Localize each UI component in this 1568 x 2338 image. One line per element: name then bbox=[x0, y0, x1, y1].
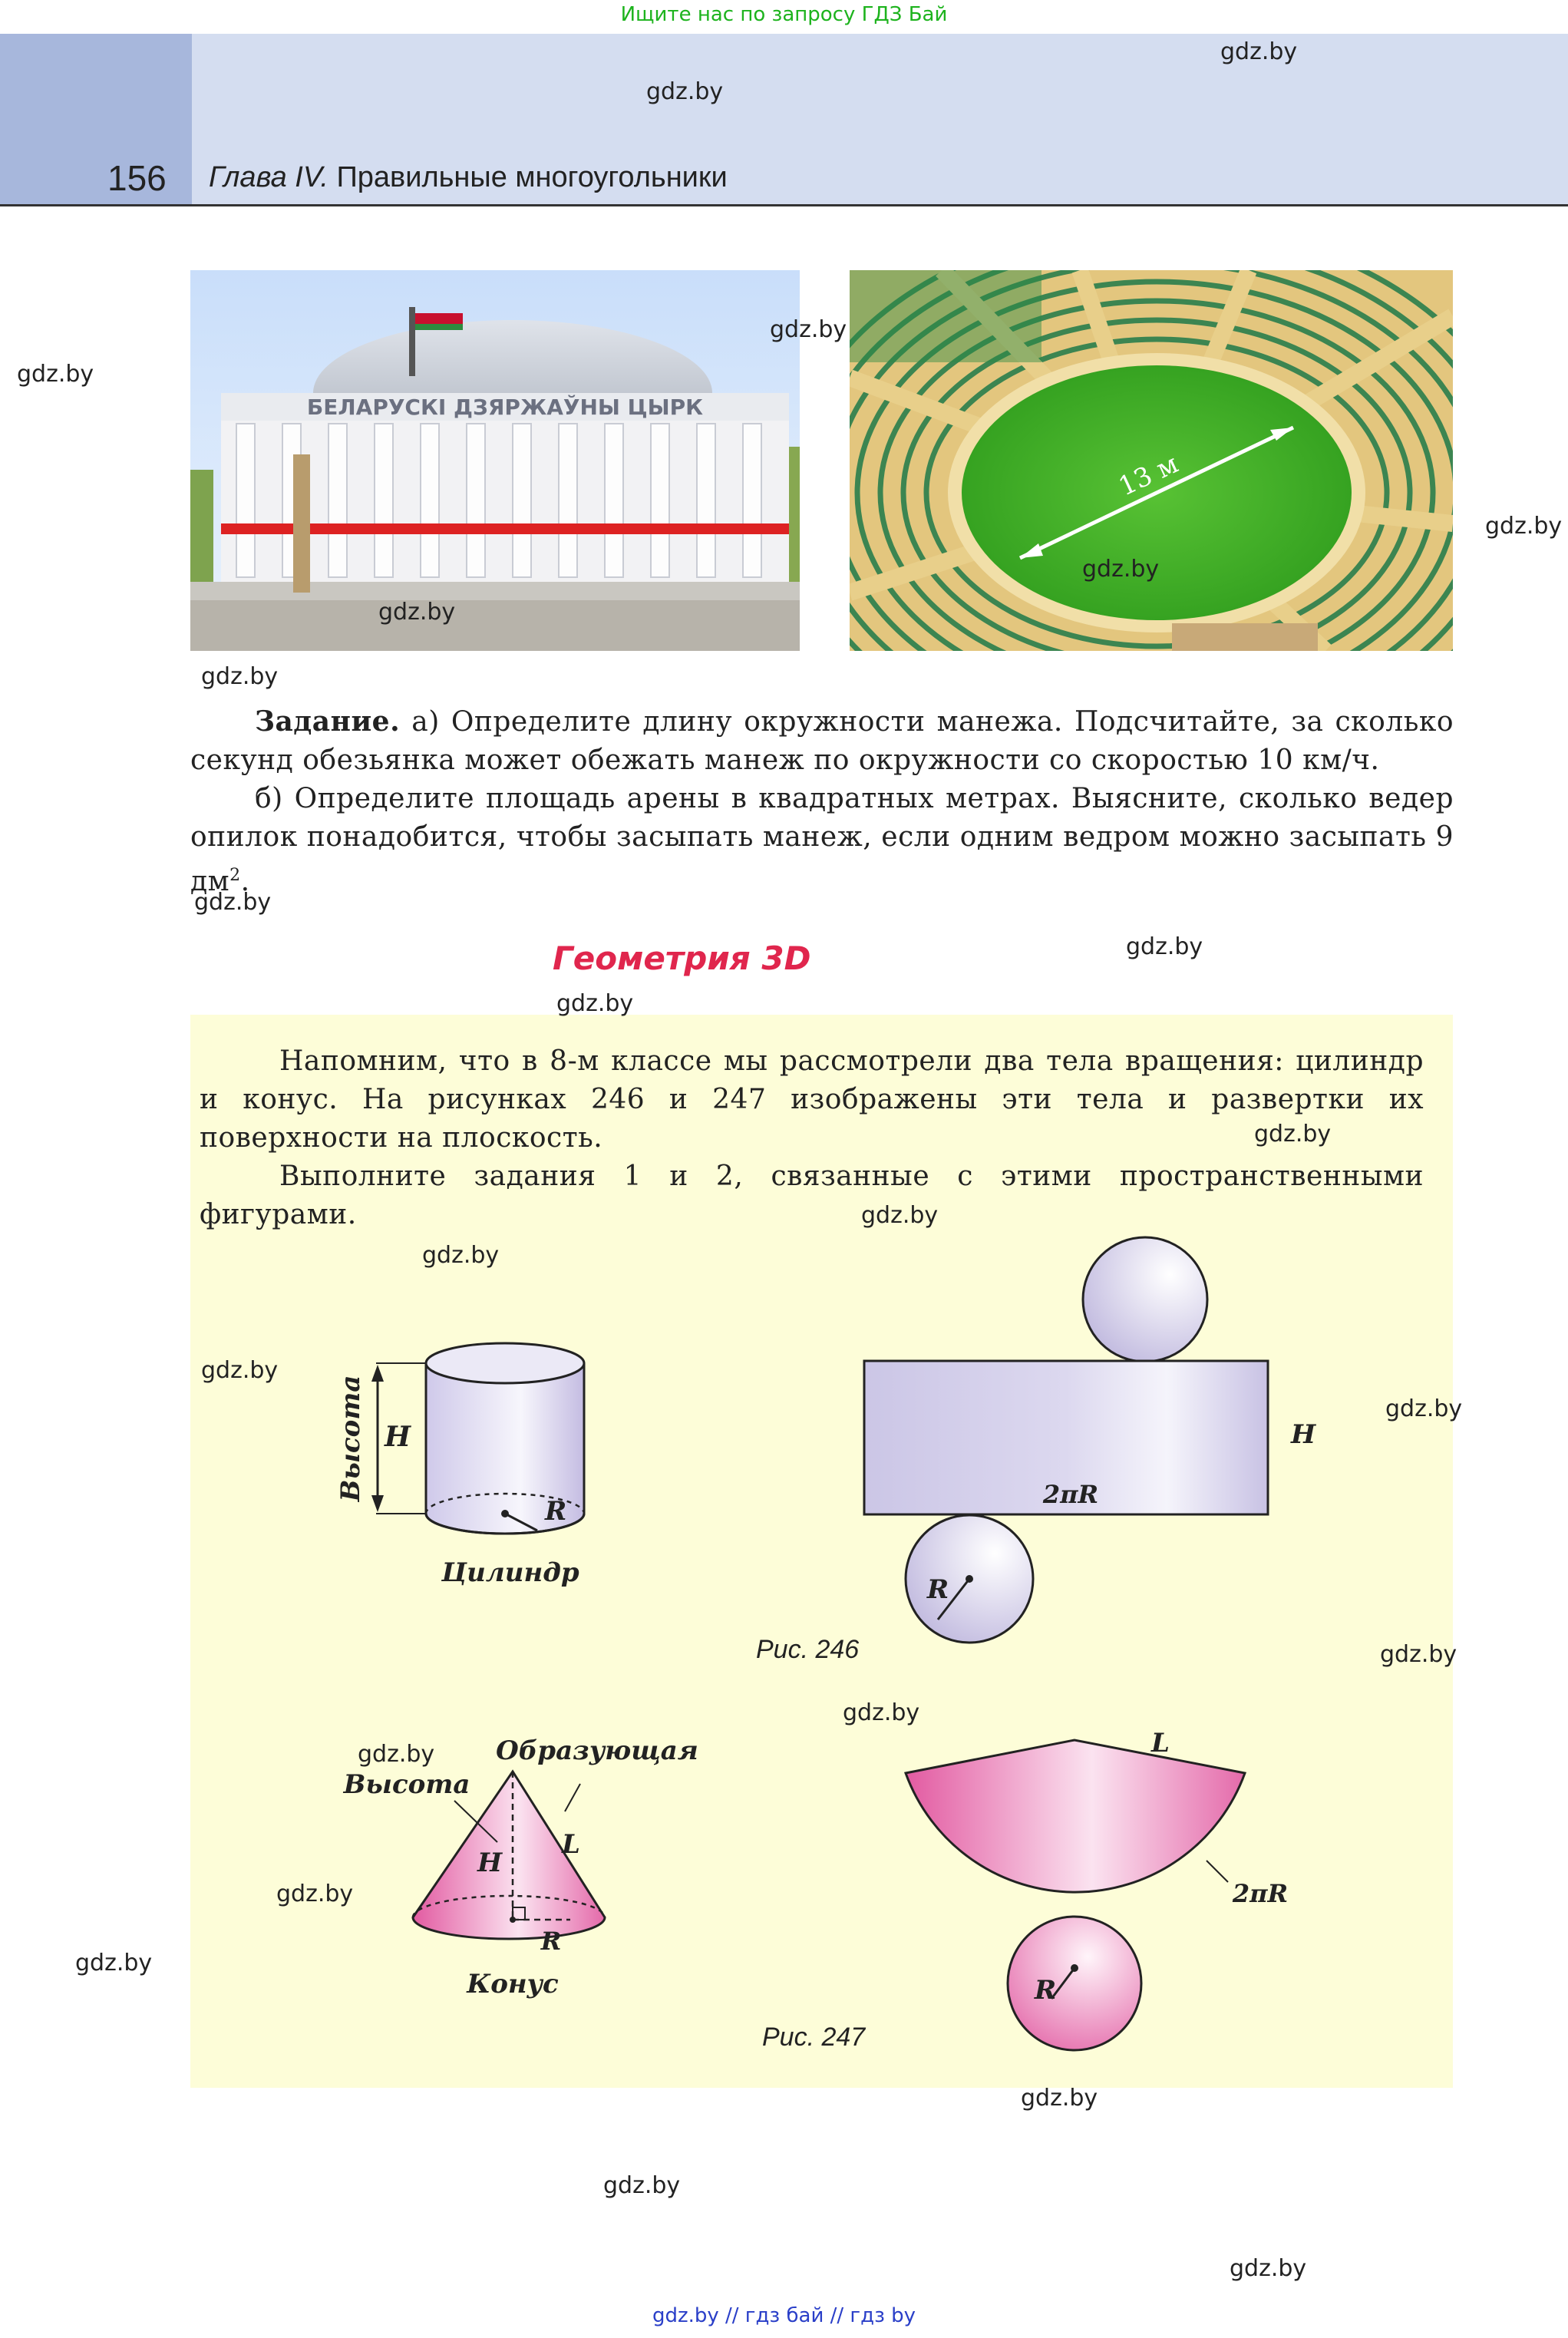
watermark: gdz.by bbox=[603, 2172, 681, 2199]
intro-text: Напомним, что в 8-м классе мы рассмотрел… bbox=[200, 1042, 1424, 1234]
watermark: gdz.by bbox=[194, 889, 272, 916]
task-title: Задание. bbox=[255, 705, 401, 738]
watermark: gdz.by bbox=[770, 316, 847, 343]
task-part-a: Задание. а) Определите длину окружности … bbox=[190, 702, 1454, 780]
page-number: 156 bbox=[107, 158, 167, 198]
watermark: gdz.by bbox=[1021, 2085, 1098, 2112]
intro-paragraph-1: Напомним, что в 8-м классе мы рассмотрел… bbox=[200, 1045, 1424, 1154]
watermark: gdz.by bbox=[1126, 933, 1203, 960]
watermark: gdz.by bbox=[1220, 38, 1298, 65]
task-text: Задание. а) Определите длину окружности … bbox=[190, 702, 1454, 901]
watermark: gdz.by bbox=[1485, 513, 1563, 540]
watermark: gdz.by bbox=[1082, 556, 1160, 583]
watermark: gdz.by bbox=[1230, 2255, 1307, 2282]
task-part-b-end: . bbox=[240, 866, 250, 897]
watermark: gdz.by bbox=[861, 1202, 939, 1229]
task-part-a-text: а) Определите длину окружности манежа. П… bbox=[190, 706, 1454, 776]
header-tab bbox=[0, 34, 192, 206]
intro-paragraph-2: Выполните задания 1 и 2, связанные с эти… bbox=[200, 1161, 1424, 1230]
watermark: gdz.by bbox=[201, 663, 279, 690]
arena-illustration: 13 м bbox=[850, 270, 1453, 651]
watermark: gdz.by bbox=[1380, 1641, 1457, 1668]
exponent: 2 bbox=[229, 866, 241, 885]
arena-seat-rows bbox=[850, 270, 1453, 651]
watermark: gdz.by bbox=[1254, 1121, 1332, 1148]
watermark: gdz.by bbox=[201, 1357, 279, 1384]
watermark: gdz.by bbox=[378, 599, 456, 626]
watermark: gdz.by bbox=[17, 361, 94, 388]
watermark: gdz.by bbox=[843, 1699, 920, 1726]
footer-links[interactable]: gdz.by // гдз бай // гдз by bbox=[652, 2304, 916, 2327]
chapter-prefix: Глава IV. bbox=[209, 161, 328, 193]
header-band bbox=[192, 34, 1568, 206]
section-title: Геометрия 3D bbox=[553, 939, 811, 977]
watermark: gdz.by bbox=[422, 1242, 500, 1269]
top-banner[interactable]: Ищите нас по запросу ГДЗ Бай bbox=[620, 3, 948, 26]
chapter-title: Правильные многоугольники bbox=[336, 161, 728, 193]
watermark: gdz.by bbox=[358, 1741, 435, 1768]
watermark: gdz.by bbox=[646, 78, 724, 105]
watermark: gdz.by bbox=[276, 1881, 354, 1907]
watermark: gdz.by bbox=[1385, 1395, 1463, 1422]
watermark: gdz.by bbox=[75, 1950, 153, 1976]
task-part-b-text: б) Определите площадь арены в квадратных… bbox=[190, 783, 1454, 897]
geometry-panel bbox=[190, 1015, 1453, 2088]
circus-columns bbox=[236, 423, 762, 578]
diameter-line bbox=[1018, 425, 1295, 560]
circus-photo: БЕЛАРУСКІ ДЗЯРЖАЎНЫ ЦЫРК bbox=[190, 270, 800, 651]
circus-illustration: БЕЛАРУСКІ ДЗЯРЖАЎНЫ ЦЫРК bbox=[190, 270, 800, 651]
task-part-b: б) Определите площадь арены в квадратных… bbox=[190, 780, 1454, 901]
watermark: gdz.by bbox=[556, 990, 634, 1017]
arena-photo: 13 м bbox=[850, 270, 1453, 651]
circus-sign: БЕЛАРУСКІ ДЗЯРЖАЎНЫ ЦЫРК bbox=[307, 394, 703, 420]
header-rule bbox=[0, 204, 1568, 206]
chapter-heading: Глава IV. Правильные многоугольники bbox=[209, 161, 728, 194]
